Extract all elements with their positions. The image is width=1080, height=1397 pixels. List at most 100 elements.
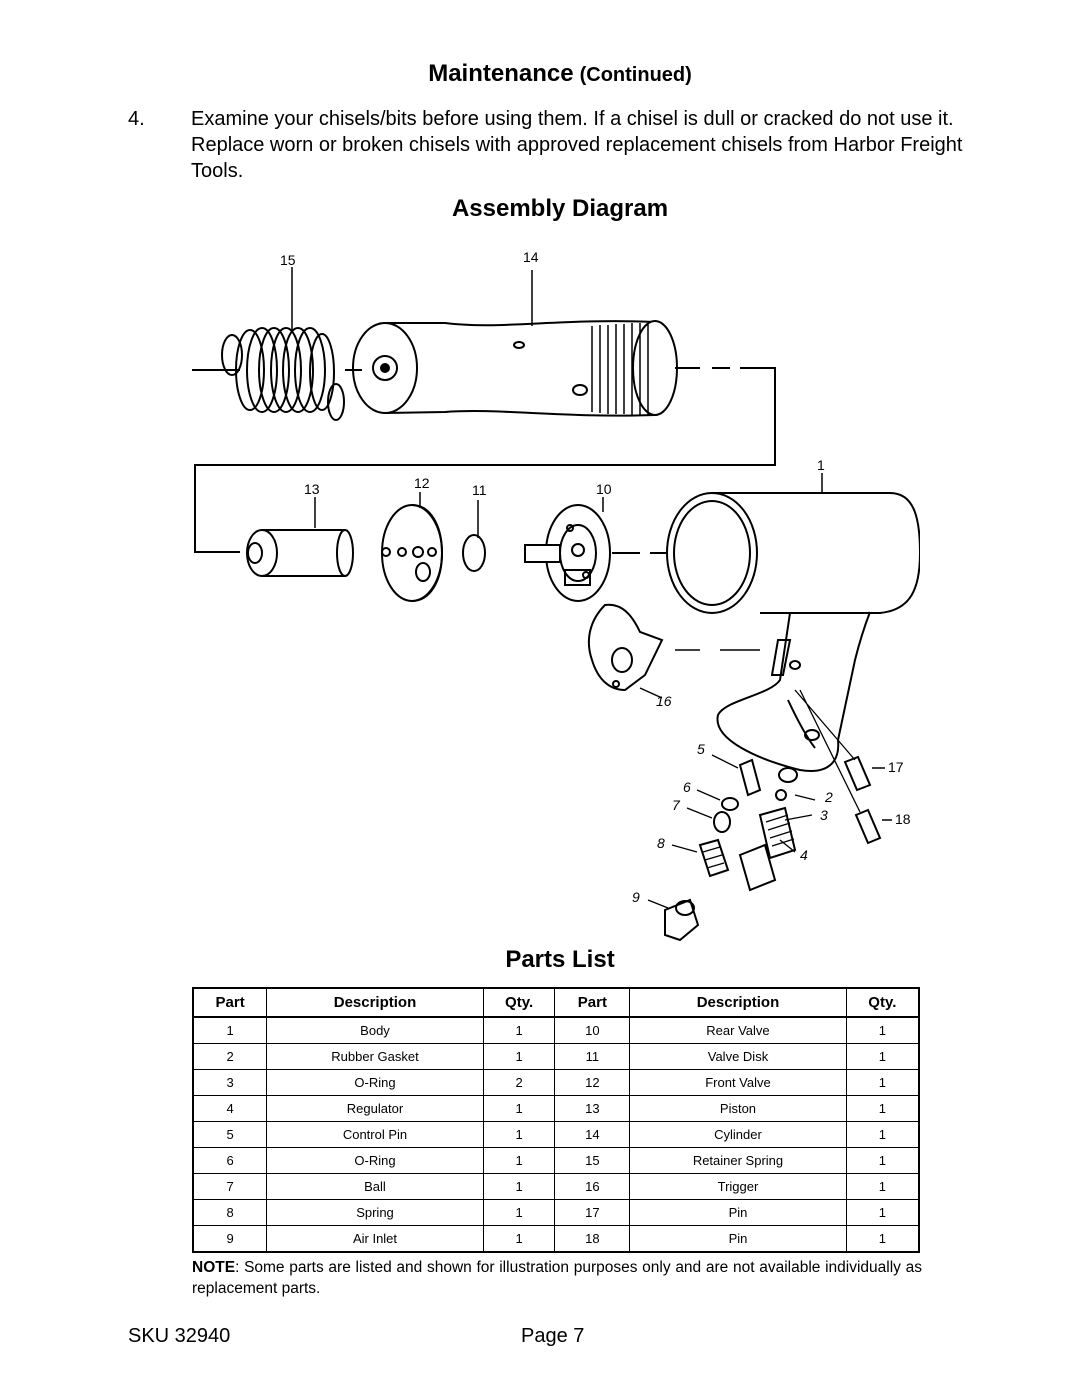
qty-cell: 1 [482,1173,556,1200]
part-number-cell: 7 [192,1173,268,1200]
callout-2: 2 [824,789,833,805]
part-number-cell: 3 [192,1069,268,1096]
header-description: Description [629,987,847,1018]
pin-drawings [794,689,882,845]
note-label: NOTE [192,1259,236,1276]
callout-4: 4 [800,847,808,863]
qty-cell: 1 [482,1147,556,1174]
qty-cell: 1 [845,1043,920,1070]
header-part: Part [192,987,268,1018]
part-number-cell: 2 [192,1043,268,1070]
table-header-row: Part Description Qty. Part Description Q… [192,987,920,1018]
part-number-cell: 12 [554,1069,631,1096]
callout-labels: 15 14 1 13 12 11 10 16 5 17 6 2 7 3 18 8… [280,249,911,905]
description-cell: Front Valve [629,1069,847,1096]
front-valve-drawing [381,504,444,602]
description-cell: Pin [629,1199,847,1226]
part-number-cell: 13 [554,1095,631,1122]
description-cell: Air Inlet [266,1225,484,1253]
part-number-cell: 1 [192,1016,268,1044]
description-cell: Valve Disk [629,1043,847,1070]
description-cell: Cylinder [629,1121,847,1148]
qty-cell: 1 [482,1016,556,1044]
description-cell: Body [266,1016,484,1044]
trigger-drawing [587,603,664,692]
qty-cell: 1 [845,1147,920,1174]
callout-3: 3 [820,807,828,823]
callout-15: 15 [280,252,296,268]
callout-9: 9 [632,889,640,905]
note-text: : Some parts are listed and shown for il… [192,1259,922,1297]
step-text: Examine your chisels/bits before using t… [191,108,963,182]
description-cell: O-Ring [266,1147,484,1174]
qty-cell: 1 [482,1199,556,1226]
qty-cell: 1 [482,1095,556,1122]
qty-cell: 1 [845,1069,920,1096]
qty-cell: 1 [482,1121,556,1148]
retainer-spring-drawing [221,327,345,421]
callout-6: 6 [683,779,691,795]
parts-list-title: Parts List [505,946,615,973]
part-number-cell: 15 [554,1147,631,1174]
part-number-cell: 6 [192,1147,268,1174]
cylinder-drawing [352,320,678,417]
callout-11: 11 [472,482,487,498]
callout-18: 18 [895,811,911,827]
qty-cell: 1 [482,1225,556,1253]
footer-sku: SKU 32940 [128,1325,231,1347]
step-number: 4. [128,108,145,130]
callout-13: 13 [304,481,320,497]
note: NOTE: Some parts are listed and shown fo… [192,1257,922,1299]
callout-10: 10 [596,481,612,497]
maintenance-subtitle: (Continued) [579,64,692,86]
description-cell: Rear Valve [629,1016,847,1044]
description-cell: Regulator [266,1095,484,1122]
body-drawing [666,492,920,772]
header-qty: Qty. [482,987,556,1018]
callout-12: 12 [414,475,430,491]
description-cell: Retainer Spring [629,1147,847,1174]
part-number-cell: 14 [554,1121,631,1148]
rear-valve-drawing [524,504,611,602]
callout-7: 7 [672,797,681,813]
assembly-diagram-title: Assembly Diagram [451,195,669,222]
qty-cell: 1 [845,1199,920,1226]
description-cell: Trigger [629,1173,847,1200]
qty-cell: 1 [845,1173,920,1200]
footer-page-number: Page 7 [521,1325,585,1347]
qty-cell: 1 [845,1016,920,1044]
part-number-cell: 10 [554,1016,631,1044]
part-number-cell: 9 [192,1225,268,1253]
part-number-cell: 16 [554,1173,631,1200]
qty-cell: 1 [845,1121,920,1148]
header-part: Part [554,987,631,1018]
regulator-drawing [738,767,816,892]
part-number-cell: 8 [192,1199,268,1226]
piston-drawing [246,529,354,577]
part-number-cell: 11 [554,1043,631,1070]
valve-disk-drawing [462,534,486,572]
maintenance-title: Maintenance [428,60,574,87]
description-cell: Piston [629,1095,847,1122]
part-number-cell: 5 [192,1121,268,1148]
callout-8: 8 [657,835,665,851]
assembly-diagram: 15 14 1 13 12 11 10 16 5 17 6 2 7 3 18 8… [192,249,920,942]
callout-17: 17 [888,759,904,775]
description-cell: Rubber Gasket [266,1043,484,1070]
parts-list-table: Part Description Qty. Part Description Q… [192,987,920,1253]
qty-cell: 2 [482,1069,556,1096]
description-cell: Spring [266,1199,484,1226]
description-cell: Control Pin [266,1121,484,1148]
callout-14: 14 [523,249,539,265]
qty-cell: 1 [482,1043,556,1070]
part-number-cell: 17 [554,1199,631,1226]
part-number-cell: 18 [554,1225,631,1253]
